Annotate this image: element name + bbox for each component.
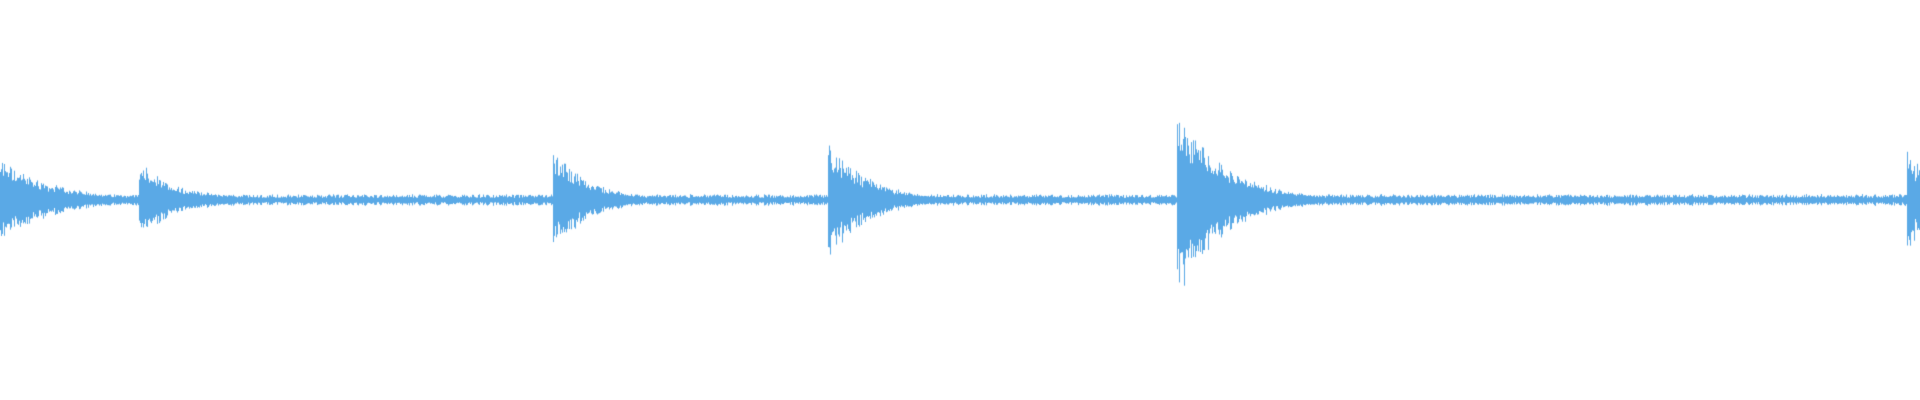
waveform-canvas[interactable] (0, 0, 1920, 400)
audio-waveform-view[interactable] (0, 0, 1920, 400)
